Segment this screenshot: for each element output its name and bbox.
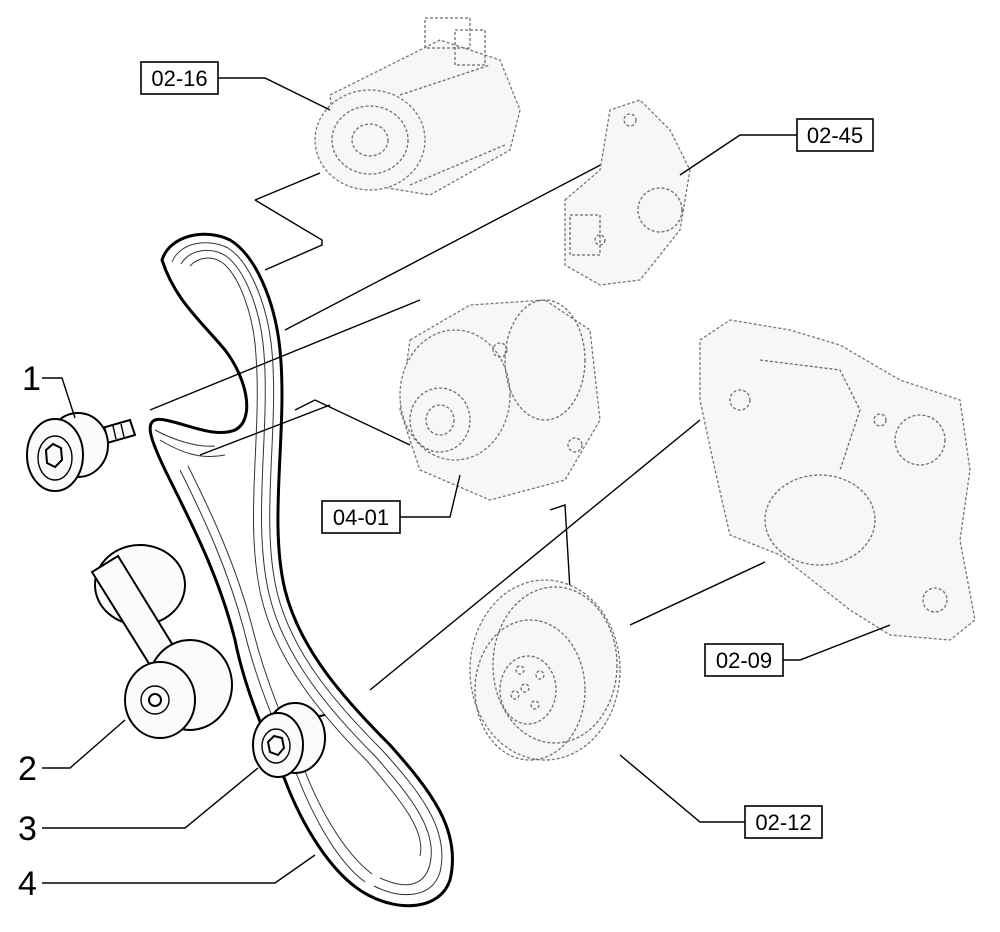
callout-02-45-label: 02-45: [807, 123, 863, 148]
idler-pulley-drawing: [26, 412, 137, 492]
callout-04-01-label: 04-01: [333, 505, 389, 530]
guide-pulley-drawing: [252, 702, 326, 778]
callout-02-16-label: 02-16: [151, 66, 207, 91]
item-number-3: 3: [18, 810, 37, 848]
callout-04-01: 04-01: [321, 500, 401, 534]
callout-02-09-label: 02-09: [716, 648, 772, 673]
item-number-2: 2: [18, 750, 37, 788]
damper-pulley-drawing: [469, 579, 621, 761]
callout-02-16: 02-16: [140, 61, 219, 95]
leader-lines: [42, 77, 891, 884]
timing-cover-drawing: [699, 319, 976, 641]
item-number-1: 1: [22, 360, 41, 398]
belt-tensioner-drawing: [90, 544, 233, 739]
compressor-drawing: [314, 17, 521, 196]
callout-02-12: 02-12: [744, 805, 823, 839]
reference-guide-lines: [149, 159, 766, 691]
callout-02-12-label: 02-12: [755, 810, 811, 835]
item-number-4: 4: [18, 865, 37, 903]
poly-v-belt-drawing: [148, 232, 455, 908]
callout-02-45: 02-45: [796, 118, 874, 152]
bracket-drawing: [564, 99, 691, 286]
alternator-drawing: [399, 299, 601, 501]
callout-02-09: 02-09: [704, 643, 784, 677]
